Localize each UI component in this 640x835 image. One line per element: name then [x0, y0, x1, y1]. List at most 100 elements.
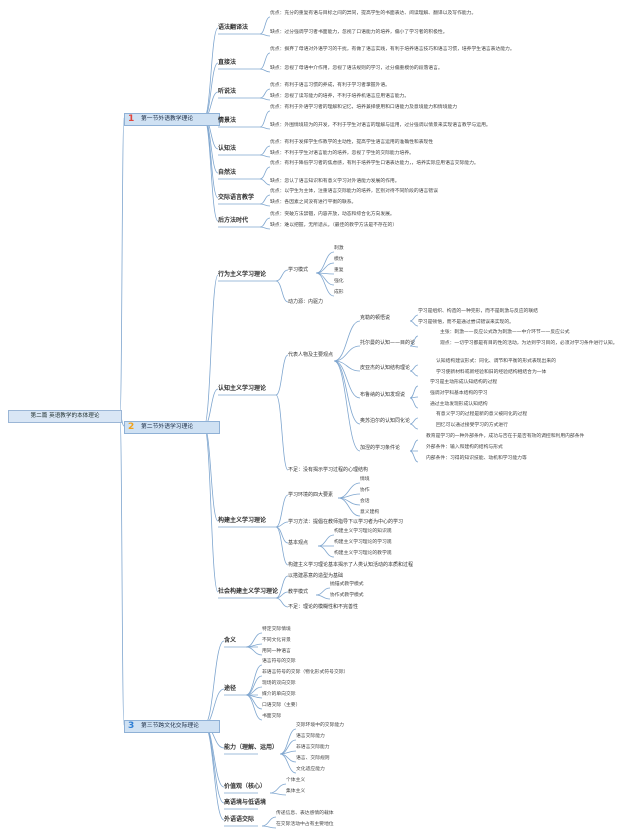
connector-line	[259, 52, 271, 70]
s1-method-grammar-translation[interactable]: 语法翻译法	[218, 24, 249, 31]
s2-behav-mode-item: 成形	[334, 290, 344, 295]
connector-line	[333, 320, 361, 362]
connector-line	[259, 166, 271, 180]
connector-line	[245, 694, 263, 721]
s1-method-situational[interactable]: 情景法	[218, 117, 237, 124]
s2-cog-kohler[interactable]: 克勒的顿悟说	[360, 315, 391, 321]
s2-cog-kohler-point: 学习是顿悟，而不是通过尝试错误来实现的。	[418, 320, 514, 325]
s2-cog-ausubel[interactable]: 奥苏泊尔的认知同化论	[360, 418, 411, 424]
s1-method-cognitive[interactable]: 认知法	[218, 145, 237, 152]
s2-cog-kohler-point: 学习是组织、构造的一种完形，而不是刺激与反应的联结	[418, 309, 538, 314]
connector-line	[409, 417, 419, 425]
connector-line	[315, 272, 335, 297]
s2-constructivism[interactable]: 构建主义学习理论	[218, 517, 267, 524]
s2-cons-environment[interactable]: 学习环境的四大要素	[288, 492, 334, 498]
s2-cons-basic-item: 构建主义学习理论的教学观	[334, 551, 392, 556]
s2-cog-representatives[interactable]: 代表人物及主要观点	[288, 352, 334, 358]
connector-line	[245, 646, 263, 656]
connector-line	[259, 145, 271, 156]
s3-foreign-comm-item: 在交际活动中占有主要地位	[276, 822, 334, 827]
s3-competence[interactable]: 能力（理解、运用）	[224, 744, 279, 751]
section-3-number: 3	[128, 721, 135, 731]
s1-m6-point-1: 优点：有利于降低学习者的焦虑感，有利于培养学生口语表达能力，，培养实际应用语言交…	[270, 161, 479, 166]
s1-method-audiolingual[interactable]: 听说法	[218, 88, 237, 95]
s2-behav-mode-item: 刺激	[334, 246, 344, 251]
connector-line	[409, 314, 419, 322]
s2-behav-motivation: 动力源：内驱力	[288, 299, 324, 305]
s2-cog-bruner[interactable]: 布鲁纳的认知发现说	[360, 392, 406, 398]
s2-cog-tolman[interactable]: 托尔曼的认知——目的论	[360, 340, 416, 346]
section-1-node[interactable]: 1 第一节外语教学理论	[124, 113, 220, 126]
s3-values-item: 个体主义	[286, 778, 306, 783]
connector-line	[275, 269, 289, 282]
connector-line	[245, 632, 263, 648]
s2-cog-shortcoming: 不足：没有揭示学习过程的心理结构	[288, 467, 369, 473]
connector-line	[259, 154, 271, 158]
s2-cog-bruner-point: 通过主动发现形成认知结构	[430, 402, 488, 407]
s1-m1-point-2: 缺点：过分强调学习者书面能力，忽视了口语能力的培养，偏小了学习者的积极性。	[270, 30, 448, 35]
s2-cons-note: 构建主义学习理论基本揭示了人类认知活动的本质和过程	[288, 562, 414, 568]
s1-method-natural[interactable]: 自然法	[218, 169, 237, 176]
connector-line	[275, 354, 289, 396]
s1-m8-point-1: 优点：突破方法禁锢，内容开放，动态和综合化方向发展。	[270, 212, 395, 217]
connector-line	[409, 320, 419, 327]
connector-line	[317, 545, 335, 558]
s3-competence-item: 语言、交际规则	[296, 756, 330, 761]
s2-cons-basic-views[interactable]: 基本观点	[288, 540, 309, 546]
s1-method-communicative[interactable]: 交际语言教学	[218, 194, 255, 201]
s1-m7-point-2: 缺点：各因素之间没有进行平衡的联系。	[270, 200, 357, 205]
connector-line	[269, 792, 287, 796]
s2-cog-gagne[interactable]: 加涅的学习条件论	[360, 445, 401, 451]
s3-competence-item: 文化适应能力	[296, 767, 325, 772]
connector-line	[259, 217, 271, 228]
connector-line	[275, 597, 289, 608]
s3-foreign-comm-item: 传递信息、表达感情的载体	[276, 811, 334, 816]
s2-cog-gagne-point: 外部条件：输入和建构的结构与形式	[426, 445, 503, 450]
s1-m1-point-1: 优点：充分的重复有语与目标之间的异同，提高学生的书面表达、阅读理解、翻译以及写作…	[270, 11, 477, 16]
s2-soc-shortcoming: 不足：理论的模糊性和不完善性	[288, 604, 359, 610]
connector-line	[315, 587, 331, 596]
s3-channels[interactable]: 途径	[224, 685, 237, 692]
s1-method-direct[interactable]: 直接法	[218, 59, 237, 66]
s1-m6-point-2: 缺点：忽认了语言知识和有意义学习对外语能力发展的作用。	[270, 179, 400, 184]
connector-line	[409, 364, 419, 372]
connector-line	[409, 439, 419, 452]
s2-cons-env-item: 意义建构	[360, 510, 380, 515]
s2-cog-bruner-point: 强调对学科基本结构的学习	[430, 391, 488, 396]
connector-line	[259, 203, 271, 207]
s2-cog-piaget[interactable]: 皮亚杰的认知结构理论	[360, 365, 411, 371]
s2-soc-teaching-mode[interactable]: 教学模式	[288, 589, 309, 595]
s3-competence-item: 非语言交际能力	[296, 745, 330, 750]
connector-line	[203, 640, 225, 726]
s1-m7-point-1: 优点：以学生为主体，注重语言交际能力的培养，区别对待不同阶段的语言错误	[270, 189, 438, 194]
connector-line	[119, 415, 125, 726]
connector-line	[259, 33, 271, 37]
s3-channel-item: 现场的双向交际	[262, 681, 296, 686]
s3-values-item: 集体主义	[286, 789, 306, 794]
s2-behav-mode-item: 强化	[334, 279, 344, 284]
s2-behav-learning-mode[interactable]: 学习模式	[288, 267, 309, 273]
s2-social-constructivism[interactable]: 社会构建主义学习理论	[218, 588, 279, 595]
section-3-node[interactable]: 3 第三节跨文化交际理论	[124, 720, 220, 733]
section-2-node[interactable]: 2 第二节外语学习理论	[124, 421, 220, 434]
s2-behaviorism[interactable]: 行为主义学习理论	[218, 271, 267, 278]
connector-line	[259, 126, 271, 130]
s3-context[interactable]: 高语境与低语境	[224, 799, 267, 806]
s3-channel-item: 非语言符号的交际（物化形式符号交际）	[262, 670, 349, 675]
s1-m4-point-2: 缺点：外围情境较为的开发，不利于学生对语言的理解与运用，过分强调以情景来实现语言…	[270, 123, 491, 128]
s2-cognitivism[interactable]: 认知主义学习理论	[218, 385, 267, 392]
s1-method-post-method[interactable]: 后方法时代	[218, 217, 249, 224]
connector-line	[259, 97, 271, 101]
s3-values[interactable]: 价值观（核心）	[224, 783, 267, 790]
root-node[interactable]: 第二篇 英语教学的本体理论	[8, 410, 122, 423]
connector-line	[275, 575, 289, 599]
s1-m2-point-1: 优点：摒弃了母语对外语学习的干扰，有做了语言实践，有利于培养语言技巧和语言习惯，…	[270, 47, 515, 52]
connector-line	[315, 594, 331, 600]
s1-m5-point-1: 优点：有利于发挥学生作教学的主动性，提高学生语言运用的准确性和表现性	[270, 140, 434, 145]
s3-foreign-communication[interactable]: 外语语交际	[224, 816, 255, 823]
s3-definition[interactable]: 含义	[224, 637, 237, 644]
connector-line	[269, 783, 287, 794]
section-1-title: 第一节外语教学理论	[141, 116, 194, 122]
connector-line	[203, 724, 225, 788]
connector-line	[259, 178, 271, 186]
